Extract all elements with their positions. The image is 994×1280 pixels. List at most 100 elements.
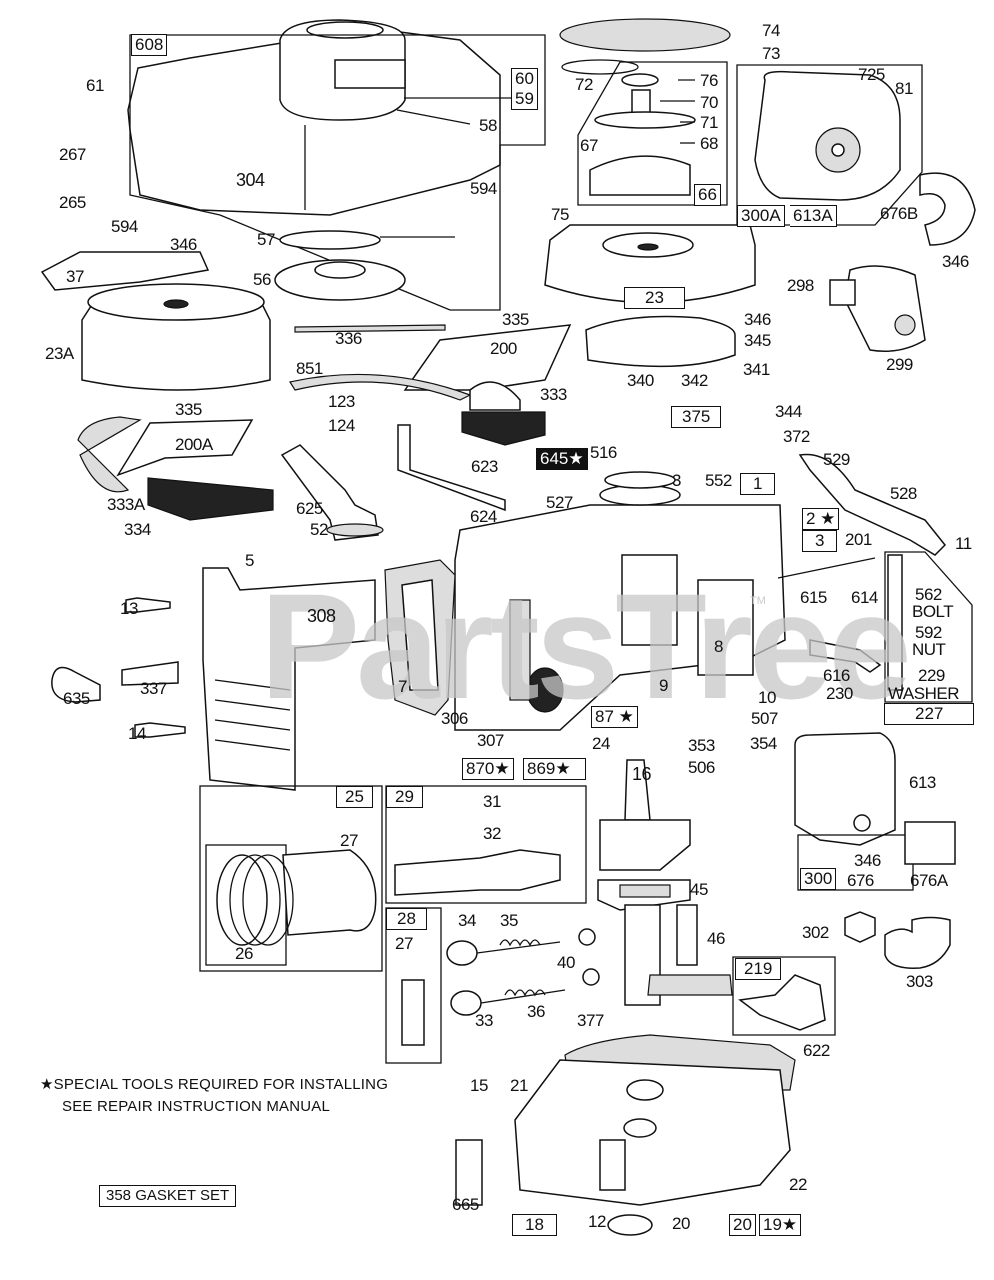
part-label-623[interactable]: 623	[471, 457, 498, 476]
part-label-34[interactable]: 34	[458, 911, 476, 930]
part-label-15[interactable]: 15	[470, 1076, 488, 1095]
part-label-335[interactable]: 335	[502, 310, 529, 329]
part-label-336[interactable]: 336	[335, 329, 362, 348]
part-label-851[interactable]: 851	[296, 359, 323, 378]
part-label-346[interactable]: 346	[942, 252, 969, 271]
part-label-230[interactable]: 230	[826, 684, 853, 703]
part-label-123[interactable]: 123	[328, 392, 355, 411]
part-label-299[interactable]: 299	[886, 355, 913, 374]
part-label-22[interactable]: 22	[789, 1175, 807, 1194]
part-label-36[interactable]: 36	[527, 1002, 545, 1021]
part-label-33[interactable]: 33	[475, 1011, 493, 1030]
part-label-346[interactable]: 346	[744, 310, 771, 329]
part-label-74[interactable]: 74	[762, 21, 780, 40]
part-label-594[interactable]: 594	[470, 179, 497, 198]
part-label-washer[interactable]: WASHER	[888, 684, 960, 703]
part-label-24[interactable]: 24	[592, 734, 610, 753]
part-box-869[interactable]: 869★	[523, 758, 586, 780]
part-label-5[interactable]: 5	[245, 551, 254, 570]
part-box-227[interactable]: 227	[884, 703, 975, 725]
part-label-71[interactable]: 71	[700, 113, 718, 132]
part-box-60[interactable]: 60	[511, 68, 538, 90]
part-label-616[interactable]: 616	[823, 666, 850, 685]
part-label-200a[interactable]: 200A	[175, 435, 213, 454]
part-label-67[interactable]: 67	[580, 136, 598, 155]
part-box-3[interactable]: 3	[802, 530, 838, 552]
part-label-267[interactable]: 267	[59, 145, 86, 164]
part-label-81[interactable]: 81	[895, 79, 913, 98]
part-box-18[interactable]: 18	[512, 1214, 557, 1236]
part-label-7[interactable]: 7	[398, 677, 407, 696]
part-label-57[interactable]: 57	[257, 230, 275, 249]
part-label-27[interactable]: 27	[340, 831, 358, 850]
part-label-377[interactable]: 377	[577, 1011, 604, 1030]
part-label-9[interactable]: 9	[659, 676, 668, 695]
part-label-594[interactable]: 594	[111, 217, 138, 236]
part-label-68[interactable]: 68	[700, 134, 718, 153]
part-box-870[interactable]: 870★	[462, 758, 514, 780]
part-label-56[interactable]: 56	[253, 270, 271, 289]
part-label-35[interactable]: 35	[500, 911, 518, 930]
part-label-200[interactable]: 200	[490, 339, 517, 358]
part-label-507[interactable]: 507	[751, 709, 778, 728]
part-box-19[interactable]: 19★	[759, 1214, 802, 1236]
part-label-333a[interactable]: 333A	[107, 495, 145, 514]
part-label-45[interactable]: 45	[690, 880, 708, 899]
part-box-66[interactable]: 66	[694, 184, 721, 206]
part-label-72[interactable]: 72	[575, 75, 593, 94]
part-label-676[interactable]: 676	[847, 871, 874, 890]
part-label-37[interactable]: 37	[66, 267, 84, 286]
part-label-304[interactable]: 304	[236, 170, 265, 190]
part-label-334[interactable]: 334	[124, 520, 151, 539]
part-label-307[interactable]: 307	[477, 731, 504, 750]
part-box-300a[interactable]: 300A	[737, 205, 785, 227]
part-label-340[interactable]: 340	[627, 371, 654, 390]
part-label-11[interactable]: 11	[955, 534, 972, 553]
part-box-87[interactable]: 87 ★	[591, 706, 638, 728]
part-label-516[interactable]: 516	[590, 443, 617, 462]
part-label-73[interactable]: 73	[762, 44, 780, 63]
part-label-676a[interactable]: 676A	[910, 871, 948, 890]
part-label-306[interactable]: 306	[441, 709, 468, 728]
part-box-25[interactable]: 25	[336, 786, 373, 808]
part-label-16[interactable]: 16	[632, 764, 652, 784]
part-label-bolt[interactable]: BOLT	[912, 602, 954, 621]
part-label-303[interactable]: 303	[906, 972, 933, 991]
part-label-346[interactable]: 346	[854, 851, 881, 870]
part-box-219[interactable]: 219	[735, 958, 782, 980]
part-label-341[interactable]: 341	[743, 360, 770, 379]
part-box-613a[interactable]: 613A	[790, 205, 837, 227]
part-label-624[interactable]: 624	[470, 507, 497, 526]
part-label-506[interactable]: 506	[688, 758, 715, 777]
part-label-345[interactable]: 345	[744, 331, 771, 350]
part-label-32[interactable]: 32	[483, 824, 501, 843]
part-label-298[interactable]: 298	[787, 276, 814, 295]
part-box-20[interactable]: 20	[729, 1214, 756, 1236]
part-box-300[interactable]: 300	[800, 868, 837, 890]
part-box-59[interactable]: 59	[511, 89, 538, 110]
part-label-625[interactable]: 625	[296, 499, 323, 518]
part-label-23a[interactable]: 23A	[45, 344, 74, 363]
part-box-2[interactable]: 2 ★	[802, 508, 840, 530]
part-label-354[interactable]: 354	[750, 734, 777, 753]
part-box-608[interactable]: 608	[131, 34, 168, 56]
part-label-8[interactable]: 8	[714, 637, 723, 656]
part-label-342[interactable]: 342	[681, 371, 708, 390]
part-label-61[interactable]: 61	[86, 76, 104, 95]
part-label-229[interactable]: 229	[918, 666, 945, 685]
part-box-29[interactable]: 29	[386, 786, 423, 808]
part-label-46[interactable]: 46	[707, 929, 725, 948]
part-box-23[interactable]: 23	[624, 287, 685, 309]
part-label-622[interactable]: 622	[803, 1041, 830, 1060]
part-label-676b[interactable]: 676B	[880, 204, 918, 223]
part-label-14[interactable]: 14	[128, 724, 146, 743]
part-label-265[interactable]: 265	[59, 193, 86, 212]
part-label-75[interactable]: 75	[551, 205, 569, 224]
part-box-645[interactable]: 645★	[536, 448, 588, 470]
part-label-635[interactable]: 635	[63, 689, 90, 708]
part-label-76[interactable]: 76	[700, 71, 718, 90]
part-label-552[interactable]: 552	[705, 471, 732, 490]
part-label-21[interactable]: 21	[510, 1076, 528, 1095]
part-label-201[interactable]: 201	[845, 530, 872, 549]
part-label-40[interactable]: 40	[557, 953, 575, 972]
